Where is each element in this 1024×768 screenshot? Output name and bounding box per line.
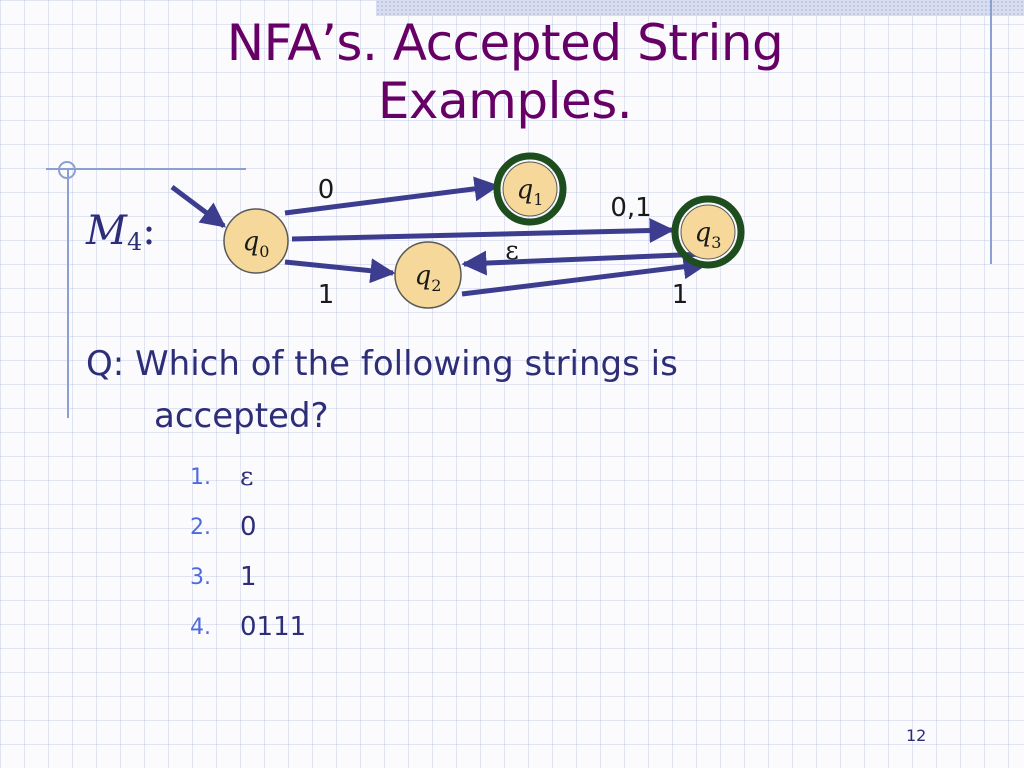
svg-text:q1: q1	[517, 175, 544, 209]
machine-subscript: 4	[126, 228, 143, 256]
option-value: 1	[240, 562, 257, 592]
transition-q2-q3	[461, 254, 709, 297]
answer-option: 3.1	[190, 552, 306, 602]
question-line2: accepted?	[154, 396, 329, 436]
question-line1: Which of the following strings is	[135, 344, 678, 384]
decoration-horizontal-line	[46, 168, 246, 170]
state-q1: q1	[493, 152, 567, 226]
answer-option: 2.0	[190, 502, 306, 552]
transition-q3-q2	[461, 250, 705, 276]
decoration-vertical-line-left	[67, 170, 69, 418]
slide-title: NFA’s. Accepted String Examples.	[226, 14, 784, 130]
state-q3: q3	[671, 195, 745, 269]
transition-label-q0-q3: 0,1	[610, 193, 651, 223]
state-q3-subscript: 3	[711, 233, 721, 252]
state-q2-subscript: 2	[431, 276, 441, 295]
page-number: 12	[906, 726, 927, 745]
svg-text:q0: q0	[243, 227, 270, 261]
transition-q0-q3	[291, 218, 675, 244]
state-q3-base: q	[695, 218, 712, 248]
answer-options-list: 1.ε 2.0 3.1 4.0111	[190, 452, 306, 652]
machine-suffix: :	[142, 208, 156, 254]
option-value: 0	[240, 512, 257, 542]
state-q0: q0	[223, 208, 289, 274]
answer-option: 4. 0111	[190, 602, 306, 652]
option-number: 4.	[190, 614, 211, 640]
decoration-vertical-line-right	[990, 0, 992, 264]
answer-option: 1. ε	[190, 452, 306, 502]
state-q0-subscript: 0	[259, 242, 269, 261]
transition-label-q3-q2: ε	[505, 236, 518, 266]
start-arrow	[170, 185, 226, 228]
state-q2-base: q	[415, 261, 432, 291]
state-q1-subscript: 1	[533, 190, 543, 209]
option-number: 1.	[190, 464, 211, 490]
question-prefix: Q:	[86, 344, 125, 384]
transition-q0-q2	[284, 258, 396, 284]
machine-label: M4:	[86, 208, 156, 256]
state-q0-base: q	[243, 227, 260, 257]
decoration-circle	[58, 161, 76, 179]
transition-q0-q1	[284, 176, 500, 216]
state-q2: q2	[394, 241, 462, 309]
svg-text:q3: q3	[695, 218, 722, 252]
option-value: 0111	[240, 612, 307, 642]
transition-label-q0-q1: 0	[318, 175, 335, 205]
question-text: Q: Which of the following strings is acce…	[86, 338, 906, 442]
header-decoration-band	[376, 0, 1024, 16]
transition-label-q2-q3: 1	[672, 280, 689, 310]
option-value: ε	[240, 462, 254, 492]
state-q1-base: q	[517, 175, 534, 205]
option-number: 3.	[190, 564, 211, 590]
option-number: 2.	[190, 514, 211, 540]
svg-text:q2: q2	[415, 261, 442, 295]
machine-name: M	[86, 208, 127, 254]
transition-label-q0-q2: 1	[318, 280, 335, 310]
